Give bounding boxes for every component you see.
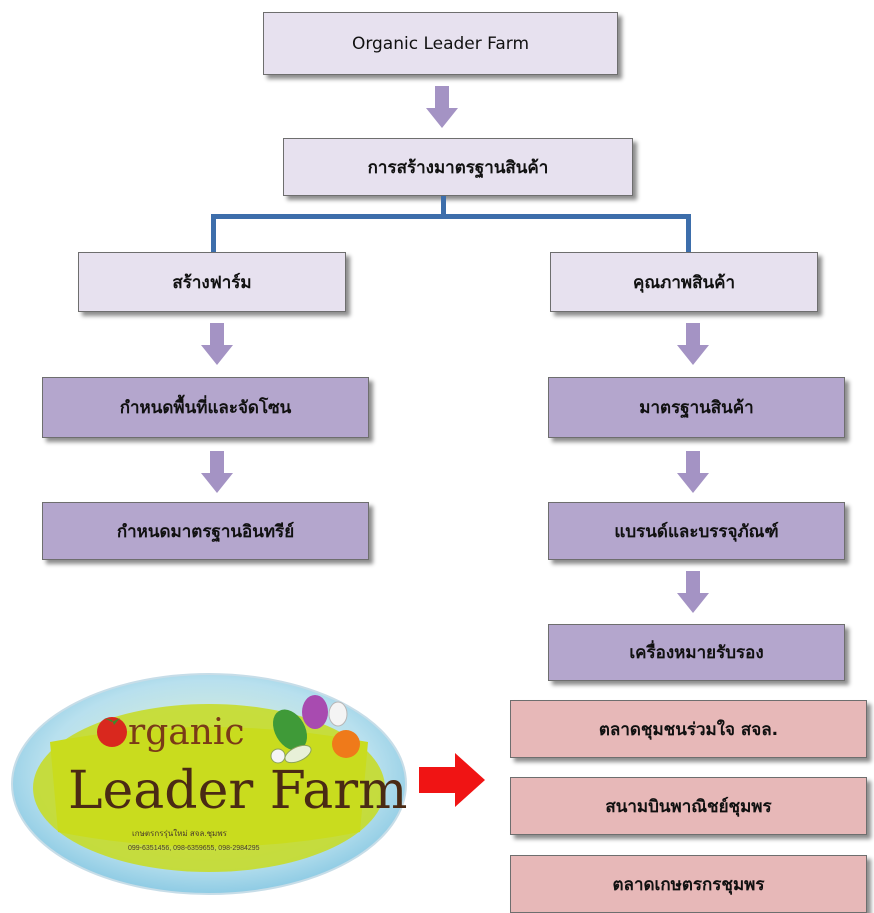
title-box: Organic Leader Farm — [263, 12, 618, 75]
right-step-text: มาตรฐานสินค้า — [639, 398, 754, 418]
title-text: Organic Leader Farm — [351, 33, 530, 54]
right-head-box: คุณภาพสินค้า — [550, 252, 818, 312]
down-arrow-icon — [201, 323, 233, 365]
down-arrow-icon — [426, 86, 458, 128]
connector-left-drop — [211, 214, 216, 252]
left-step-text: กำหนดพื้นที่และจัดโซน — [119, 398, 292, 418]
outlet-box: ตลาดชุมชนร่วมใจ สจล. — [510, 700, 867, 758]
right-step-box: มาตรฐานสินค้า — [548, 377, 845, 438]
right-step-box: แบรนด์และบรรจุภัณฑ์ — [548, 502, 845, 560]
right-arrow-icon — [419, 753, 485, 807]
down-arrow-icon — [677, 451, 709, 493]
left-step-box: กำหนดพื้นที่และจัดโซน — [42, 377, 369, 438]
connector-stem — [441, 196, 446, 217]
down-arrow-icon — [677, 323, 709, 365]
connector-bar — [211, 214, 691, 219]
right-head-text: คุณภาพสินค้า — [632, 272, 736, 293]
down-arrow-icon — [677, 571, 709, 613]
right-step-text: แบรนด์และบรรจุภัณฑ์ — [614, 521, 779, 542]
logo-organic-text: rganic — [128, 712, 245, 753]
logo-caption-line1: เกษตรกรรุ่นใหม่ สจล.ชุมพร — [132, 829, 228, 838]
left-step-text: กำหนดมาตรฐานอินทรีย์ — [116, 521, 295, 542]
tomato-icon — [97, 717, 127, 747]
logo: rganic Leader Farm เกษตรกรรุ่นใหม่ สจล.ช… — [10, 672, 408, 896]
right-step-text: เครื่องหมายรับรอง — [629, 643, 764, 663]
connector-right-drop — [686, 214, 691, 252]
down-arrow-icon — [201, 451, 233, 493]
outlet-box: สนามบินพาณิชย์ชุมพร — [510, 777, 867, 835]
outlet-text: ตลาดเกษตรกรชุมพร — [612, 874, 765, 895]
left-step-box: กำหนดมาตรฐานอินทรีย์ — [42, 502, 369, 560]
outlet-text: ตลาดชุมชนร่วมใจ สจล. — [598, 719, 779, 740]
logo-caption-line2: 099-6351456, 098-6359655, 098-2984295 — [128, 845, 260, 852]
vegetables-icon — [270, 695, 360, 764]
right-step-box: เครื่องหมายรับรอง — [548, 624, 845, 681]
outlet-text: สนามบินพาณิชย์ชุมพร — [605, 796, 772, 817]
level1-text: การสร้างมาตรฐานสินค้า — [367, 157, 549, 178]
left-head-text: สร้างฟาร์ม — [172, 272, 252, 293]
outlet-box: ตลาดเกษตรกรชุมพร — [510, 855, 867, 913]
left-head-box: สร้างฟาร์ม — [78, 252, 346, 312]
level1-box: การสร้างมาตรฐานสินค้า — [283, 138, 633, 196]
logo-brand-text: Leader Farm — [68, 761, 407, 821]
